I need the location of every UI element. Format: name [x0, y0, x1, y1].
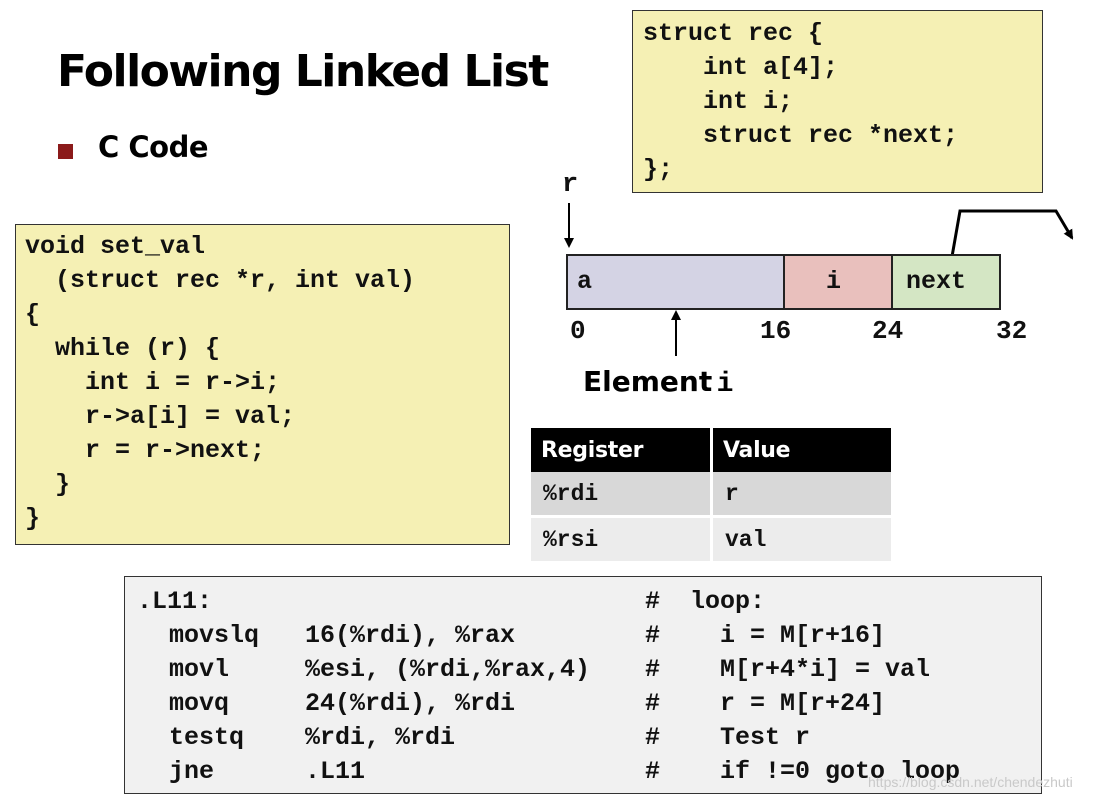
field-next	[891, 254, 1001, 310]
offset-label: 24	[872, 316, 904, 346]
code-line: struct rec *next;	[643, 121, 959, 150]
asm-comment: # i = M[r+16]	[645, 621, 886, 650]
c-code-box: void set_val (struct rec *r, int val) { …	[15, 224, 510, 545]
asm-opcode: movq	[169, 689, 230, 718]
struct-definition-box: struct rec { int a[4]; int i; struct rec…	[632, 10, 1043, 193]
element-i-label: Element i	[583, 365, 733, 400]
offset-label: 0	[570, 316, 586, 346]
code-line: };	[643, 155, 674, 184]
code-line: int i;	[643, 87, 794, 116]
asm-comment: # r = M[r+24]	[645, 689, 886, 718]
element-label-word: Element	[583, 365, 713, 398]
asm-comment: # M[r+4*i] = val	[645, 655, 931, 684]
field-label-i: i	[826, 267, 842, 296]
diagram-arrows	[564, 203, 1074, 356]
register-table: Register Value %rdi r %rsi val	[531, 428, 891, 564]
code-line: struct rec {	[643, 19, 824, 48]
table-row: %rdi r	[531, 472, 891, 518]
offset-label: 32	[996, 316, 1028, 346]
assembly-code-box: .L11: # loop: movslq 16(%rdi), %rax # i …	[124, 576, 1042, 794]
code-line: int a[4];	[643, 53, 839, 82]
asm-operands: 16(%rdi), %rax	[305, 621, 516, 650]
field-label-next: next	[906, 267, 967, 296]
column-header: Value	[713, 428, 891, 472]
field-label-a: a	[577, 267, 593, 296]
asm-opcode: testq	[169, 723, 245, 752]
code-line: }	[25, 504, 41, 533]
code-line: while (r) {	[25, 334, 221, 363]
code-line: void set_val	[25, 232, 206, 261]
asm-operands: %rdi, %rdi	[305, 723, 456, 752]
element-label-var: i	[716, 369, 734, 400]
code-line: int i = r->i;	[25, 368, 281, 397]
code-line: r->a[i] = val;	[25, 402, 296, 431]
asm-operands: %esi, (%rdi,%rax,4)	[305, 655, 591, 684]
code-line: {	[25, 300, 41, 329]
next-link-arrow-icon	[948, 209, 1074, 269]
table-row: %rsi val	[531, 518, 891, 564]
register-cell: %rsi	[531, 518, 713, 564]
asm-label: .L11:	[137, 587, 213, 616]
bullet-square-icon	[58, 144, 73, 159]
code-line: r = r->next;	[25, 436, 266, 465]
asm-opcode: movl	[169, 655, 230, 684]
offset-label: 16	[760, 316, 792, 346]
code-line: }	[25, 470, 71, 499]
asm-operands: 24(%rdi), %rdi	[305, 689, 516, 718]
asm-opcode: jne	[169, 757, 215, 786]
field-a	[566, 254, 785, 310]
asm-comment: # loop:	[645, 587, 766, 616]
asm-opcode: movslq	[169, 621, 260, 650]
slide-title: Following Linked List	[57, 46, 549, 97]
asm-comment: # if !=0 goto loop	[645, 757, 961, 786]
pointer-label-r: r	[562, 170, 579, 200]
code-line: (struct rec *r, int val)	[25, 266, 416, 295]
register-cell: %rdi	[531, 472, 713, 518]
asm-comment: # Test r	[645, 723, 811, 752]
asm-operands: .L11	[305, 757, 366, 786]
field-i	[783, 254, 893, 310]
value-cell: val	[713, 518, 891, 564]
table-header-row: Register Value	[531, 428, 891, 472]
value-cell: r	[713, 472, 891, 518]
bullet-label: C Code	[98, 130, 209, 164]
column-header: Register	[531, 428, 713, 472]
watermark-text: https://blog.csdn.net/chendezhuti	[868, 774, 1073, 790]
